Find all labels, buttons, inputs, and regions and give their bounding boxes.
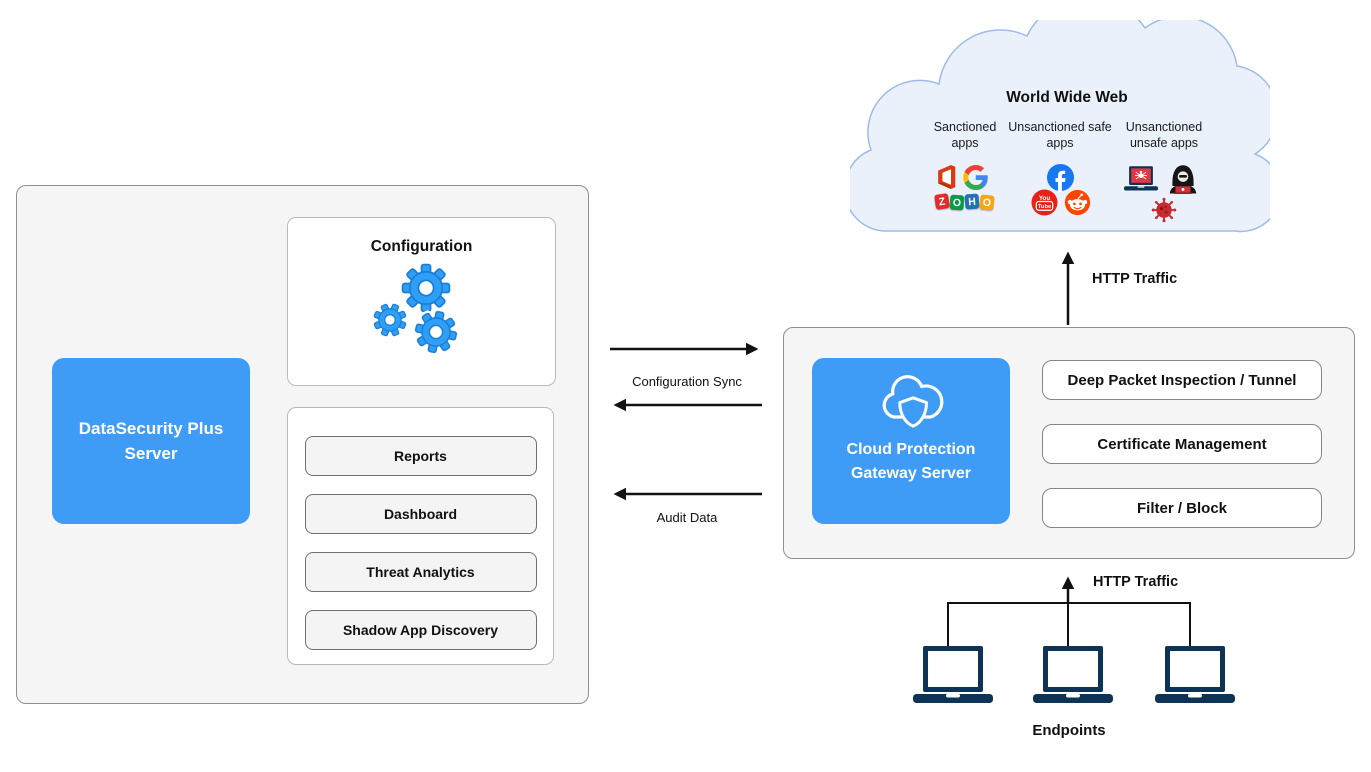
- filter-block-button: Filter / Block: [1042, 488, 1322, 528]
- unsanctioned-unsafe-apps-label: Unsanctioned unsafe apps: [1125, 120, 1203, 151]
- deep-packet-inspection-button: Deep Packet Inspection / Tunnel: [1042, 360, 1322, 400]
- shadow-app-discovery-button: Shadow App Discovery: [304, 610, 537, 650]
- datasecurity-server-label: DataSecurity Plus Server: [78, 418, 224, 464]
- world-wide-web-title: World Wide Web: [1006, 89, 1128, 106]
- certificate-management-button: Certificate Management: [1042, 424, 1322, 464]
- gears-icon: [362, 258, 482, 363]
- audit-data-label: Audit Data: [656, 510, 718, 525]
- datasecurity-server-box: DataSecurity Plus Server: [52, 358, 250, 524]
- gateway-server-label: Cloud Protection Gateway Server: [846, 441, 976, 482]
- modules-box: Reports Dashboard Threat Analytics Shado…: [287, 407, 554, 665]
- http-traffic-web-label: HTTP Traffic: [1092, 271, 1178, 287]
- reports-button: Reports: [304, 436, 537, 476]
- http-traffic-endpoints-label: HTTP Traffic: [1093, 574, 1179, 590]
- configuration-box: Configuration: [287, 217, 556, 386]
- zoho-icon: Z O H O: [933, 193, 995, 211]
- gateway-server-box: Cloud Protection Gateway Server: [812, 358, 1010, 524]
- reddit-icon: [1064, 189, 1091, 216]
- zoho-letter: O: [978, 194, 995, 211]
- zoho-letter: Z: [933, 193, 950, 210]
- configuration-title: Configuration: [370, 238, 473, 255]
- svg-text:You: You: [1039, 195, 1051, 202]
- office-icon: [938, 165, 956, 189]
- endpoint-laptop-icon: [913, 646, 993, 703]
- svg-text:Tube: Tube: [1038, 204, 1052, 210]
- facebook-icon: [1046, 163, 1075, 192]
- hacker-icon: [1169, 165, 1197, 194]
- cloud-shield-icon: [882, 375, 944, 428]
- sanctioned-apps-icons: [933, 163, 988, 191]
- configuration-sync-label: Configuration Sync: [632, 374, 742, 389]
- unsanctioned-safe-apps-label: Unsanctioned safe apps: [1008, 120, 1112, 151]
- infected-laptop-icon: [1124, 166, 1158, 191]
- endpoint-laptop-icon: [1033, 646, 1113, 703]
- youtube-icon: You Tube: [1031, 189, 1058, 216]
- dashboard-button: Dashboard: [304, 494, 537, 534]
- threat-analytics-button: Threat Analytics: [304, 552, 537, 592]
- zoho-letter: O: [948, 194, 964, 211]
- endpoint-laptop-icon: [1155, 646, 1235, 703]
- endpoints-label: Endpoints: [1032, 722, 1106, 739]
- google-icon: [963, 164, 988, 190]
- virus-icon: [1151, 197, 1177, 223]
- sanctioned-apps-label: Sanctioned apps: [933, 120, 997, 151]
- zoho-letter: H: [963, 193, 980, 210]
